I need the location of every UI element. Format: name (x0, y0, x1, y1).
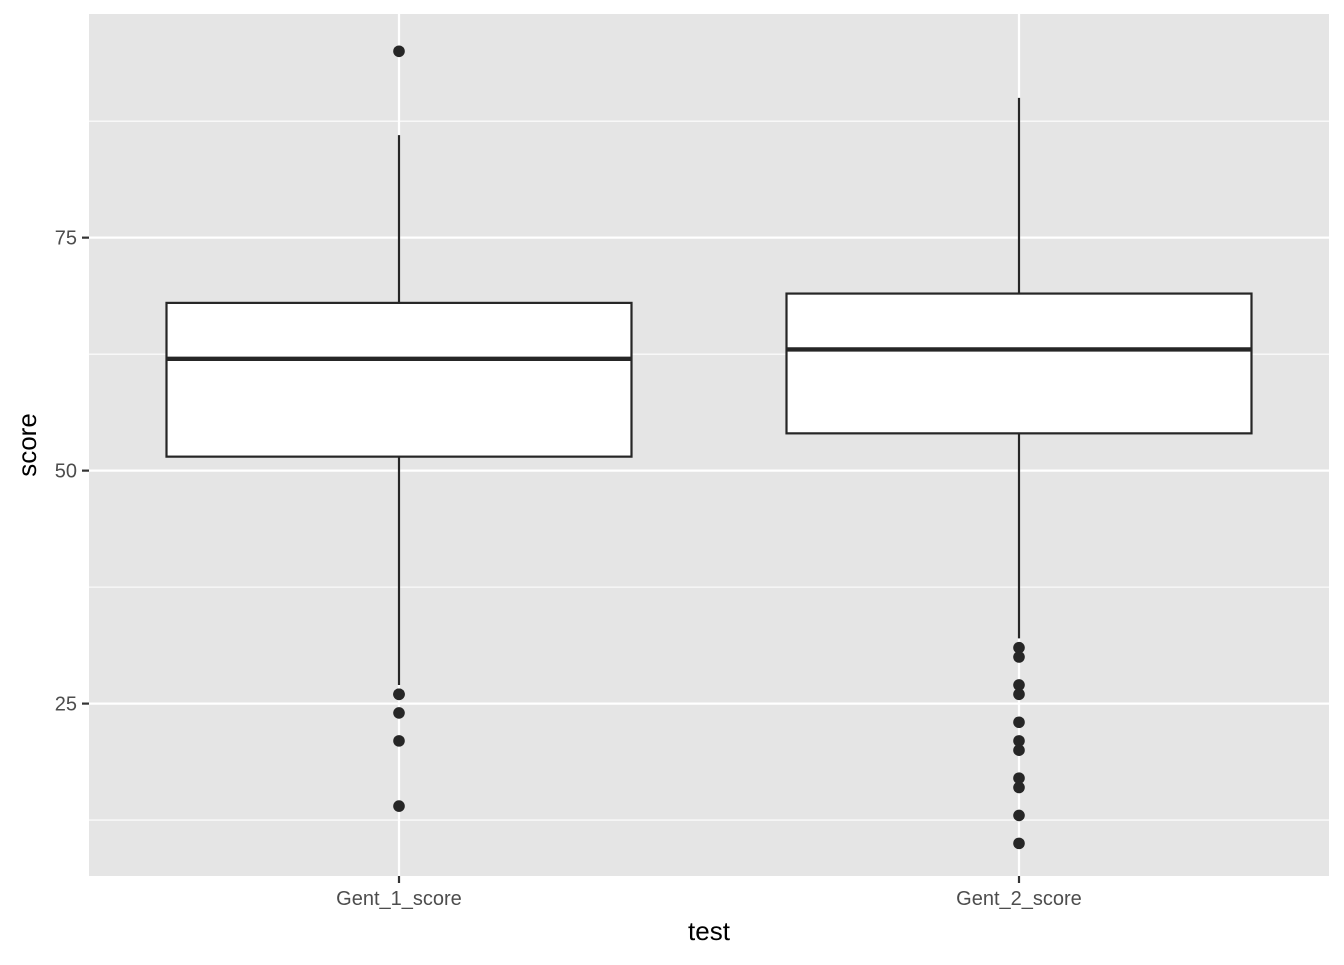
y-tick-label: 25 (55, 694, 77, 716)
outlier-point (393, 735, 405, 747)
outlier-point (1013, 688, 1025, 701)
outlier-point (1013, 744, 1025, 756)
x-axis-title: test (688, 916, 731, 946)
x-tick-label: Gent_2_score (956, 888, 1082, 910)
y-tick-label: 50 (55, 461, 77, 483)
outlier-point (393, 707, 405, 719)
outlier-point (1013, 809, 1025, 822)
outlier-point (1013, 735, 1025, 747)
y-tick-label: 75 (55, 228, 77, 250)
outlier-point (1013, 772, 1025, 784)
box-iqr (785, 292, 1253, 435)
x-tick-label: Gent_1_score (336, 888, 462, 910)
outlier-point (1013, 781, 1025, 794)
outlier-point (393, 688, 405, 701)
outlier-point (393, 800, 405, 812)
outlier-point (1013, 679, 1025, 691)
outlier-point (1013, 837, 1025, 850)
box-layer (165, 45, 1253, 850)
outlier-point (1013, 641, 1025, 654)
y-axis-title: score (12, 413, 42, 477)
outlier-point (1013, 716, 1025, 729)
outlier-point (1013, 651, 1025, 663)
box-iqr (165, 301, 633, 458)
outlier-point (393, 45, 405, 58)
